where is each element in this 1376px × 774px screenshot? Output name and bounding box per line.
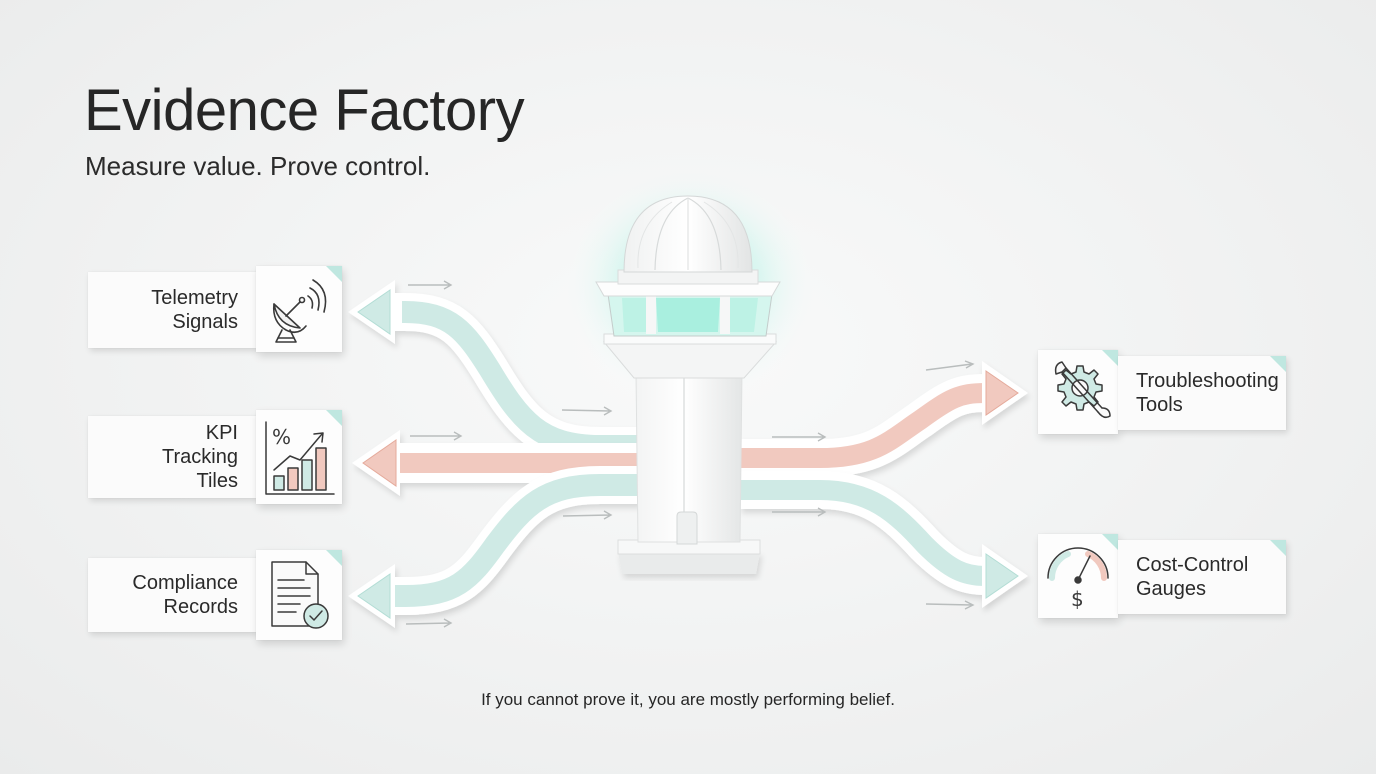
input-card-telemetry: Telemetry Signals: [88, 272, 256, 348]
page-subtitle: Measure value. Prove control.: [85, 151, 431, 181]
output-card-troubleshooting: Troubleshooting Tools: [1118, 356, 1286, 430]
svg-text:$: $: [1071, 587, 1084, 611]
document-check-icon: [271, 561, 329, 629]
tile-compliance: [256, 550, 342, 640]
input-card-compliance: Compliance Records: [88, 558, 256, 632]
gear-wrench-icon: [1054, 361, 1111, 419]
output-card-cost-control: Cost-Control Gauges: [1118, 540, 1286, 614]
output-label-cost-control: Cost-Control Gauges: [1136, 554, 1249, 600]
footer-tagline: If you cannot prove it, you are mostly p…: [481, 690, 895, 709]
tile-cost-control: $: [1038, 534, 1118, 618]
flow-band-kpi: [352, 430, 645, 496]
input-card-kpi: KPI Tracking Tiles: [88, 416, 256, 498]
flow-band-cost-control: [740, 471, 1028, 608]
bar-chart-percent-icon: %: [265, 421, 335, 495]
gauge-dollar-icon: $: [1047, 547, 1109, 611]
satellite-dish-icon: [272, 279, 327, 343]
input-label-kpi: KPI Tracking Tiles: [162, 422, 238, 492]
input-label-telemetry: Telemetry Signals: [151, 287, 238, 333]
input-label-compliance: Compliance Records: [132, 572, 238, 618]
tile-troubleshooting: [1038, 350, 1118, 434]
small-flow-arrows: [405, 280, 975, 628]
page-title: Evidence Factory: [84, 78, 525, 143]
flow-band-telemetry: [348, 280, 640, 465]
tile-kpi: %: [256, 410, 342, 504]
control-tower-icon: [595, 195, 781, 574]
tile-telemetry: [256, 266, 342, 352]
flow-band-troubleshooting: [740, 361, 1028, 477]
flow-band-compliance: [348, 466, 640, 628]
svg-text:%: %: [272, 425, 291, 449]
output-label-troubleshooting: Troubleshooting Tools: [1136, 370, 1279, 416]
